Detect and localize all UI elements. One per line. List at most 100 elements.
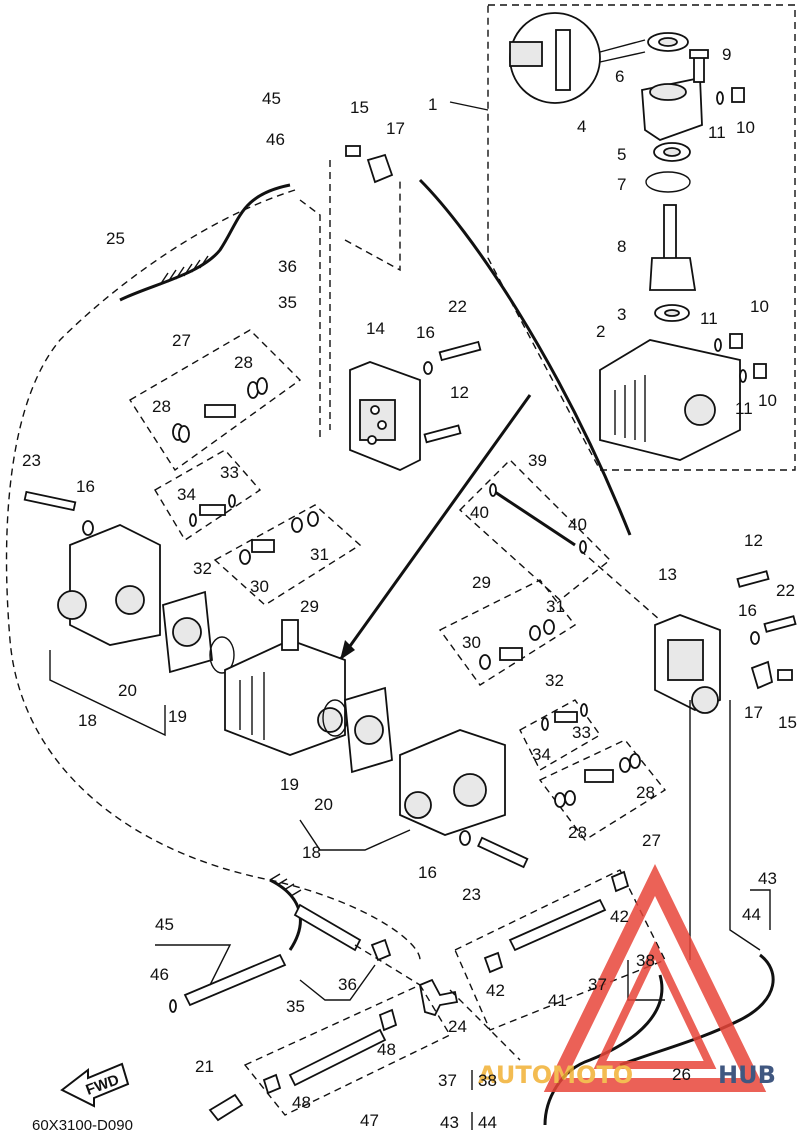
callout: 36 bbox=[338, 975, 357, 994]
callout: 11 bbox=[708, 123, 726, 142]
callout: 27 bbox=[172, 331, 191, 350]
callout: 16 bbox=[76, 477, 95, 496]
callout: 3 bbox=[617, 305, 626, 324]
callout: 38 bbox=[478, 1071, 497, 1090]
part-18-body-left bbox=[57, 524, 161, 646]
callout: 29 bbox=[300, 597, 319, 616]
part-17-clamp-right bbox=[750, 660, 774, 690]
leader-24-b bbox=[449, 989, 521, 1061]
part-23-bolt-lower bbox=[477, 836, 529, 869]
callout: 33 bbox=[572, 723, 591, 742]
callout: 12 bbox=[450, 383, 469, 402]
callout: 24 bbox=[448, 1017, 467, 1036]
callout: 15 bbox=[350, 98, 369, 117]
callout: 46 bbox=[150, 965, 169, 984]
callout: 35 bbox=[278, 293, 297, 312]
callout: 10 bbox=[750, 297, 769, 316]
callout: 38 bbox=[636, 951, 655, 970]
part-16-washer-left bbox=[82, 520, 94, 536]
part-30-31-left bbox=[239, 511, 319, 565]
callout: 34 bbox=[177, 485, 196, 504]
callout: 11 bbox=[700, 309, 718, 328]
leader-dash-17 bbox=[344, 180, 401, 272]
part-9-bolt bbox=[689, 49, 709, 83]
callout: 23 bbox=[22, 451, 41, 470]
callout: 22 bbox=[448, 297, 467, 316]
callout: 28 bbox=[568, 823, 587, 842]
callout: 45 bbox=[155, 915, 174, 934]
group-41 bbox=[454, 869, 666, 1031]
part-41-hose bbox=[483, 870, 630, 974]
part-2-body bbox=[599, 339, 741, 461]
callout: 31 bbox=[546, 597, 565, 616]
part-40-clips-and-hose bbox=[489, 483, 587, 554]
callout: 13 bbox=[658, 565, 677, 584]
part-5-bearing bbox=[653, 142, 691, 162]
part-28-check-valve-left bbox=[172, 377, 268, 443]
callout: 29 bbox=[472, 573, 491, 592]
callout: 42 bbox=[610, 907, 629, 926]
callout: 5 bbox=[617, 145, 626, 164]
callout: 28 bbox=[636, 783, 655, 802]
callout: 2 bbox=[596, 322, 605, 341]
callout: 41 bbox=[548, 991, 567, 1010]
callout: 6 bbox=[615, 67, 624, 86]
part-7-o-ring bbox=[645, 171, 691, 193]
assembly-1-boundary bbox=[487, 4, 796, 471]
part-15-screw-top bbox=[345, 145, 361, 157]
center-body bbox=[224, 619, 346, 756]
part-20-gasket-center bbox=[344, 686, 393, 774]
callout: 19 bbox=[280, 775, 299, 794]
arrow-head bbox=[340, 640, 355, 660]
part-4-housing bbox=[641, 76, 703, 141]
group-32-left bbox=[154, 449, 262, 541]
bracket-18-right bbox=[299, 819, 411, 851]
callout: 23 bbox=[462, 885, 481, 904]
part-22-bolt-a bbox=[438, 340, 482, 362]
watermark-text-a: AUTOMOTO bbox=[478, 1061, 633, 1089]
callout: 39 bbox=[528, 451, 547, 470]
separator-line bbox=[418, 178, 632, 536]
callout: 32 bbox=[545, 671, 564, 690]
hose-route-dashed bbox=[5, 189, 421, 961]
leader-dash-14b bbox=[299, 199, 321, 440]
callout: 48 bbox=[292, 1093, 311, 1112]
part-20-gasket-left bbox=[162, 590, 213, 674]
bracket-18-left bbox=[49, 650, 166, 737]
callout: 20 bbox=[118, 681, 137, 700]
part-16-washer-lower bbox=[459, 830, 471, 846]
callout: 22 bbox=[776, 581, 795, 600]
part-12-bolt-a bbox=[423, 424, 462, 444]
callout: 12 bbox=[744, 531, 763, 550]
callout: 16 bbox=[738, 601, 757, 620]
callout: 48 bbox=[377, 1040, 396, 1059]
part-15-screw-right bbox=[777, 669, 793, 681]
part-30-31-right bbox=[479, 619, 555, 670]
callout: 18 bbox=[78, 711, 97, 730]
watermark-text-b: HUB bbox=[718, 1061, 776, 1089]
callout: 9 bbox=[722, 45, 731, 64]
grease-symbol-magnifier bbox=[509, 12, 646, 104]
callout: 34 bbox=[532, 745, 551, 764]
callout: 27 bbox=[642, 831, 661, 850]
part-16-washer-b bbox=[750, 631, 760, 645]
callout: 17 bbox=[744, 703, 763, 722]
callout: 45 bbox=[262, 89, 281, 108]
callout: 31 bbox=[310, 545, 329, 564]
part-10-bolts-lower bbox=[729, 333, 767, 379]
part-24-joint bbox=[418, 978, 459, 1017]
callout: 4 bbox=[577, 117, 586, 136]
callout: 37 bbox=[588, 975, 607, 994]
callout: 43 bbox=[440, 1113, 459, 1132]
part-33-34-right bbox=[541, 703, 588, 731]
callout: 36 bbox=[278, 257, 297, 276]
callout: 10 bbox=[758, 391, 777, 410]
part-35-hose-lower bbox=[269, 873, 362, 952]
group-29-left bbox=[213, 504, 362, 606]
callout: 30 bbox=[462, 633, 481, 652]
part-6-bearing bbox=[647, 32, 689, 52]
part-17-clamp-top bbox=[366, 153, 394, 184]
diagram-code: 60X3100-D090 bbox=[32, 1117, 133, 1134]
part-25-hose bbox=[119, 183, 291, 302]
